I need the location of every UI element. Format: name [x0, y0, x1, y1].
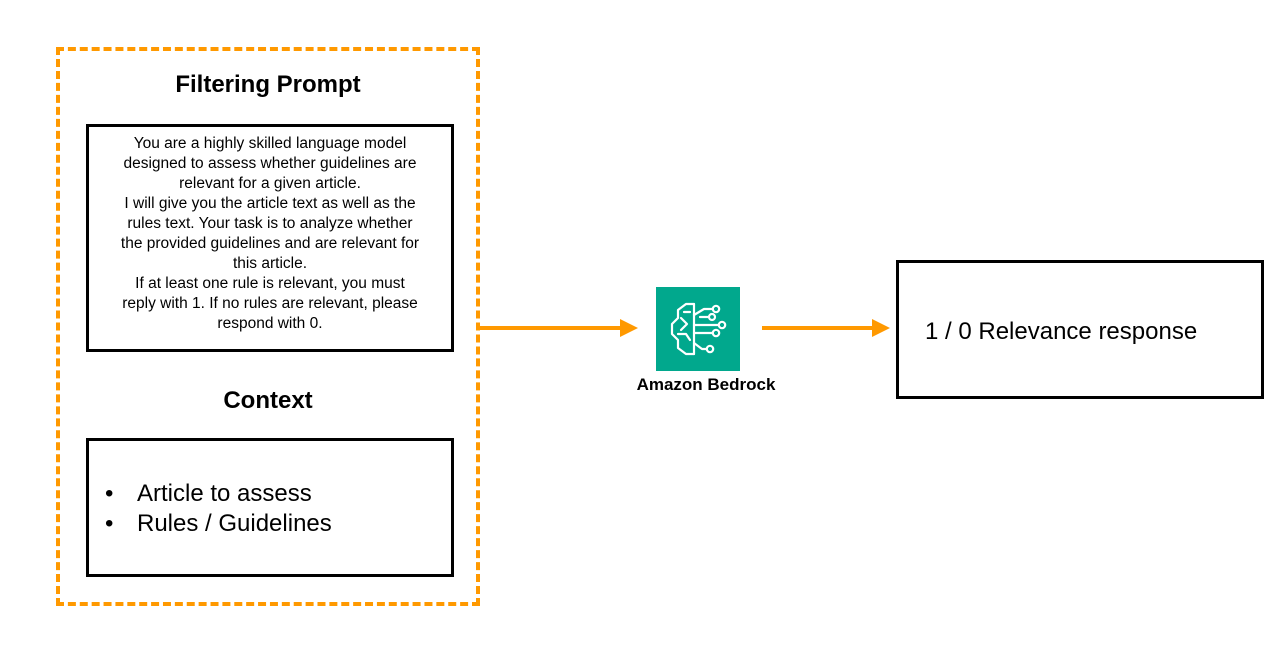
- brain-circuit-icon: [670, 302, 727, 356]
- prompt-group-frame: [56, 47, 480, 606]
- filtering-prompt-text: You are a highly skilled language model …: [120, 135, 420, 332]
- filtering-prompt-title: Filtering Prompt: [175, 71, 361, 98]
- context-box: •Article to assess •Rules / Guidelines: [86, 438, 454, 577]
- arrow-to-response: [762, 319, 890, 337]
- context-title: Context: [223, 387, 313, 414]
- relevance-response-box: 1 / 0 Relevance response: [896, 260, 1264, 399]
- relevance-response-text: 1 / 0 Relevance response: [925, 318, 1198, 345]
- context-item-rules: •Rules / Guidelines: [105, 510, 332, 537]
- bullet-icon: •: [105, 480, 114, 507]
- bedrock-icon: [656, 287, 740, 371]
- arrow-to-bedrock: [480, 319, 638, 337]
- bullet-icon: •: [105, 510, 114, 537]
- filtering-prompt-box: You are a highly skilled language model …: [86, 124, 454, 352]
- context-list: •Article to assess •Rules / Guidelines: [105, 479, 332, 539]
- context-item-article: •Article to assess: [105, 480, 312, 507]
- bedrock-label: Amazon Bedrock: [636, 375, 776, 394]
